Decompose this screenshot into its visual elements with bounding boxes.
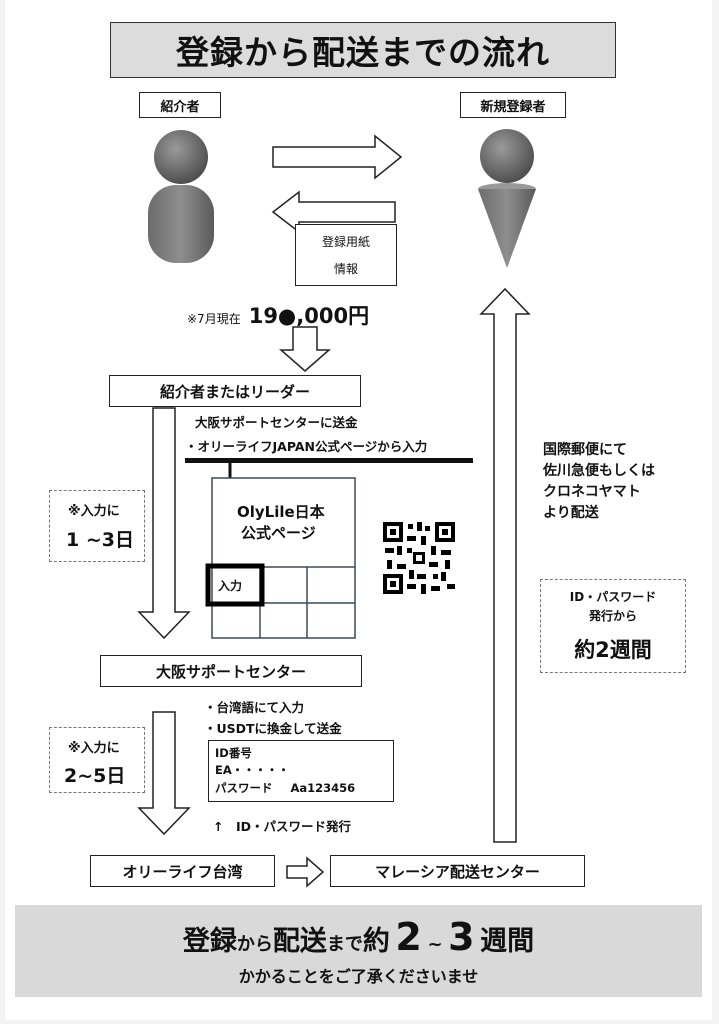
oly-life-taiwan-box: オリーライフ台湾 <box>90 855 275 887</box>
footer-word-weeks: 週間 <box>480 926 535 957</box>
step2-info-line2: ・USDTに換金して送金 <box>204 721 342 737</box>
footer-num-2: 2 <box>395 915 422 959</box>
official-page-title-line1: OlyLile日本 <box>237 503 325 521</box>
shipping-time-box: ID・パスワード 発行から 約2週間 <box>540 579 686 673</box>
price-note: ※7月現在 <box>187 312 241 326</box>
shipping-time-value: 約2週間 <box>574 638 652 662</box>
footer-banner: 登録から配送まで約 2 ~ 3 週間 かかることをご了承くださいませ <box>15 905 702 997</box>
step2-down-arrow-icon <box>137 711 191 836</box>
password-label: パスワード <box>215 780 273 795</box>
shipping-time-line2: 発行から <box>588 609 637 624</box>
step1-duration-box: ※入力に 1 ~3日 <box>49 490 145 562</box>
step2-duration-value: 2~5日 <box>64 765 126 787</box>
new-registrant-label: 新規登録者 <box>460 92 566 118</box>
step2-info: ・台湾語にて入力 ・USDTに換金して送金 <box>204 697 342 740</box>
official-page-title-line2: 公式ページ <box>241 524 316 542</box>
introducer-or-leader-box: 紹介者またはリーダー <box>109 375 361 407</box>
footer-word-delivery: 配送 <box>272 926 327 957</box>
id-number-label: ID番号 <box>215 746 252 761</box>
footer-tilde: ~ <box>427 934 443 955</box>
shipping-line3: クロネコヤマト <box>543 484 641 500</box>
info-label: 情報 <box>333 262 358 276</box>
step1-duration-value: 1 ~3日 <box>66 529 134 551</box>
up-arrow-icon <box>479 287 531 843</box>
footer-sub-line: かかることをご了承くださいませ <box>238 967 479 986</box>
input-label: 入力 <box>218 579 243 593</box>
divider-bar <box>185 458 473 463</box>
shipping-time-line1: ID・パスワード <box>569 590 657 604</box>
footer-word-from: から <box>236 934 273 955</box>
registration-info-box: 登録用紙 情報 <box>295 224 397 286</box>
footer-num-3: 3 <box>448 915 475 959</box>
official-page-mock <box>205 477 356 639</box>
registration-form-label: 登録用紙 <box>321 235 370 249</box>
step1-info-line2: ・オリーライフJAPAN公式ページから入力 <box>185 439 428 454</box>
id-issue-note: ↑ ID・パスワード発行 <box>213 819 352 834</box>
step1-down-arrow-icon <box>137 407 191 640</box>
step2-duration-label: ※入力に <box>68 741 120 756</box>
password-value: Aa123456 <box>290 780 356 795</box>
introducer-person-icon <box>148 130 214 263</box>
step2-duration-box: ※入力に 2~5日 <box>49 727 145 793</box>
small-right-arrow-icon <box>286 856 325 888</box>
official-page-title: OlyLile日本 公式ページ <box>237 502 325 544</box>
password-row: パスワード Aa123456 <box>215 780 355 797</box>
step1-info-line1: 大阪サポートセンターに送金 <box>195 415 358 430</box>
price-line: ※7月現在 19●,000円 <box>187 300 369 330</box>
down-arrow-icon <box>279 326 331 372</box>
shipping-line4: より配送 <box>543 505 599 521</box>
diagram-shapes <box>137 129 536 888</box>
new-registrant-person-icon <box>478 129 536 268</box>
shipping-method-text: 国際郵便にて 佐川急便もしくは クロネコヤマト より配送 <box>543 440 655 524</box>
shipping-line1: 国際郵便にて <box>543 442 627 458</box>
footer-main-line: 登録から配送まで約 2 ~ 3 週間 <box>15 915 702 959</box>
flow-diagram: 登録から配送までの流れ 紹介者 新規登録者 <box>5 0 712 1020</box>
price-amount: 19●,000円 <box>248 304 370 328</box>
right-arrow-icon <box>272 134 403 180</box>
id-password-box: ID番号 EA・・・・・ パスワード Aa123456 <box>208 740 394 802</box>
introducer-label: 紹介者 <box>139 92 221 118</box>
malaysia-delivery-center-box: マレーシア配送センター <box>330 855 585 887</box>
page-title: 登録から配送までの流れ <box>110 22 616 78</box>
shipping-line2: 佐川急便もしくは <box>543 463 655 479</box>
id-number-value: EA・・・・・ <box>215 763 290 778</box>
osaka-support-center-box: 大阪サポートセンター <box>100 655 362 687</box>
left-arrow-icon <box>271 190 396 234</box>
footer-word-about: 約 <box>362 926 390 957</box>
footer-word-registration: 登録 <box>182 926 237 957</box>
shipping-time-labels: ID・パスワード 発行から <box>541 588 685 626</box>
footer-word-until: まで <box>326 934 363 955</box>
qr-code-icon <box>383 522 455 594</box>
step2-info-line1: ・台湾語にて入力 <box>204 700 305 715</box>
step1-duration-label: ※入力に <box>68 504 120 519</box>
